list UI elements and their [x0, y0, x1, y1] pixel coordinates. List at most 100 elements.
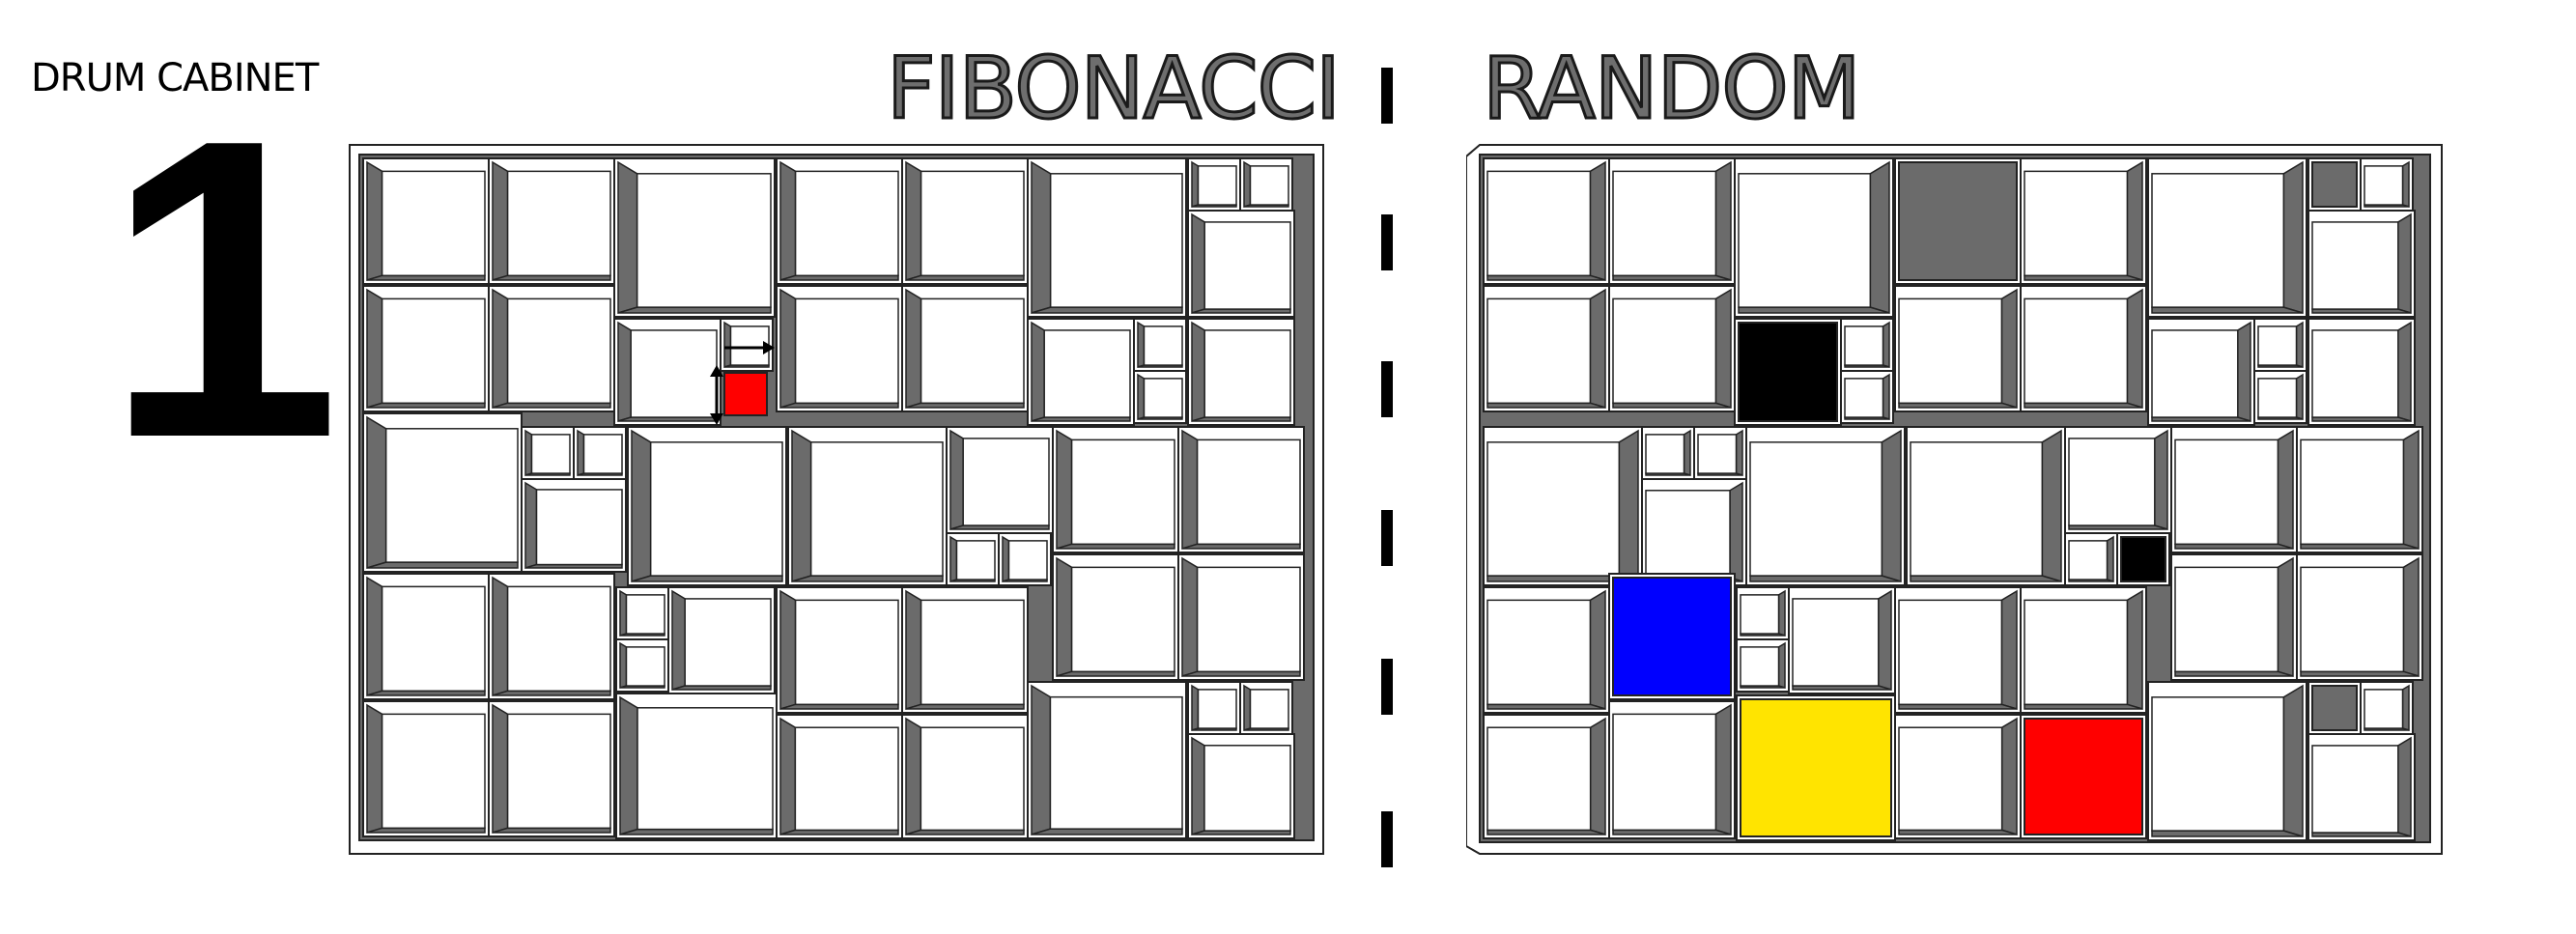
- label-fibonacci: FIBONACCI: [886, 39, 1343, 138]
- cubby: [1736, 694, 1896, 841]
- cubby-opening: [2174, 439, 2279, 546]
- cubby-opening: [2024, 297, 2129, 405]
- cubby-shade: [619, 695, 638, 836]
- cubby: [1239, 157, 1293, 212]
- cubby-shade: [1191, 212, 1205, 315]
- width-arrow-head: [763, 341, 775, 354]
- cubby-shade: [1181, 556, 1199, 678]
- cubby-opening: [794, 297, 899, 405]
- cubby-opening: [625, 594, 665, 635]
- cubby: [1483, 157, 1610, 285]
- cubby-shade: [1777, 589, 1786, 637]
- cubby: [1239, 681, 1293, 735]
- cubby-opening: [962, 438, 1050, 526]
- cubby: [1788, 586, 1896, 694]
- cubby-opening: [636, 173, 772, 308]
- cubby-shade: [1191, 160, 1200, 209]
- cubby-opening: [381, 585, 486, 693]
- title-number: 1: [104, 52, 341, 526]
- cubby-shade: [949, 429, 964, 531]
- cubby: [2307, 733, 2416, 841]
- cubby-opening: [625, 646, 665, 687]
- cubby: [362, 412, 523, 573]
- cubby: [776, 157, 903, 285]
- cubby: [1187, 318, 1295, 426]
- cubby-shade: [2282, 160, 2304, 315]
- cubby-opening: [1910, 441, 2044, 577]
- cubby-opening: [381, 297, 486, 405]
- cubby: [613, 157, 776, 318]
- cubby-opening: [506, 713, 611, 830]
- cubby: [1483, 714, 1610, 839]
- cubby-opening: [384, 428, 519, 563]
- cubby-opening: [2257, 378, 2298, 418]
- cubby-opening: [2151, 696, 2285, 832]
- cubby: [2147, 157, 2307, 318]
- cubby-shade: [619, 641, 628, 690]
- cubby-opening: [1486, 297, 1592, 405]
- cubby-opening: [530, 434, 571, 474]
- cubby-shade: [1618, 429, 1639, 583]
- cubby-shade: [2154, 429, 2168, 531]
- cubby-shade: [1031, 306, 1183, 314]
- cubby-shade: [2041, 429, 2062, 583]
- cubby-opening: [2311, 329, 2399, 418]
- cubby-opening: [2311, 745, 2399, 834]
- cubby-shade: [905, 589, 922, 711]
- cubby-shade: [1749, 575, 1902, 582]
- cubby-shade: [779, 288, 797, 410]
- cubby-shade: [1714, 288, 1732, 410]
- cubby-opening: [1043, 329, 1131, 418]
- cubby: [521, 426, 575, 480]
- cubby: [1608, 157, 1736, 285]
- cubby-shade: [2126, 589, 2143, 711]
- cubby-shade: [1137, 321, 1146, 369]
- cubby-opening: [582, 434, 623, 474]
- cubby: [1736, 586, 1790, 640]
- cubby: [1187, 681, 1241, 735]
- cubby-shade: [2397, 321, 2412, 423]
- cubby-colored-fill: [1898, 161, 2018, 281]
- cubby-opening: [920, 170, 1025, 277]
- cubby-opening: [1143, 378, 1183, 418]
- cubby: [1736, 638, 1790, 693]
- cubby: [615, 638, 669, 693]
- cubby-opening: [1740, 646, 1780, 687]
- cubby-opening: [920, 726, 1025, 832]
- cubby-shade: [2126, 288, 2143, 410]
- cubby-shade: [1056, 429, 1073, 551]
- cubby-opening: [920, 297, 1025, 405]
- cubby-opening: [1070, 439, 1175, 546]
- cubby-opening: [1898, 599, 2003, 706]
- cubby-shade: [779, 160, 797, 282]
- cubby-colored-fill: [2311, 161, 2358, 208]
- cubby: [1483, 586, 1610, 714]
- cubby-shade: [791, 429, 812, 583]
- cubby-shade: [2402, 556, 2420, 678]
- cubby-shade: [779, 589, 797, 711]
- cubby-opening: [1486, 170, 1592, 277]
- cubby-opening: [1203, 745, 1291, 832]
- cubby: [2307, 318, 2416, 426]
- cubby-shade: [2151, 830, 2304, 837]
- cubby: [362, 573, 490, 700]
- cubby-opening: [1612, 713, 1717, 832]
- cubby-opening: [809, 441, 944, 577]
- cubby-opening: [1049, 173, 1183, 308]
- cubby-shade: [2397, 736, 2412, 838]
- cubby-shade: [1056, 556, 1073, 678]
- cubby: [1840, 370, 1894, 424]
- cubby-shade: [1910, 575, 2062, 582]
- cubby-opening: [1007, 540, 1048, 580]
- cubby-shade: [1002, 535, 1010, 583]
- cubby-shade: [1589, 160, 1606, 282]
- cubby-opening: [2300, 566, 2405, 673]
- cubby-opening: [1645, 434, 1685, 474]
- cubby-opening: [1249, 165, 1289, 206]
- height-arrow-head: [710, 413, 723, 425]
- cubby: [901, 285, 1029, 412]
- cubby-opening: [2364, 165, 2404, 206]
- cubby-opening: [2151, 173, 2285, 308]
- cubby: [1641, 426, 1695, 480]
- cubby-opening: [920, 599, 1025, 706]
